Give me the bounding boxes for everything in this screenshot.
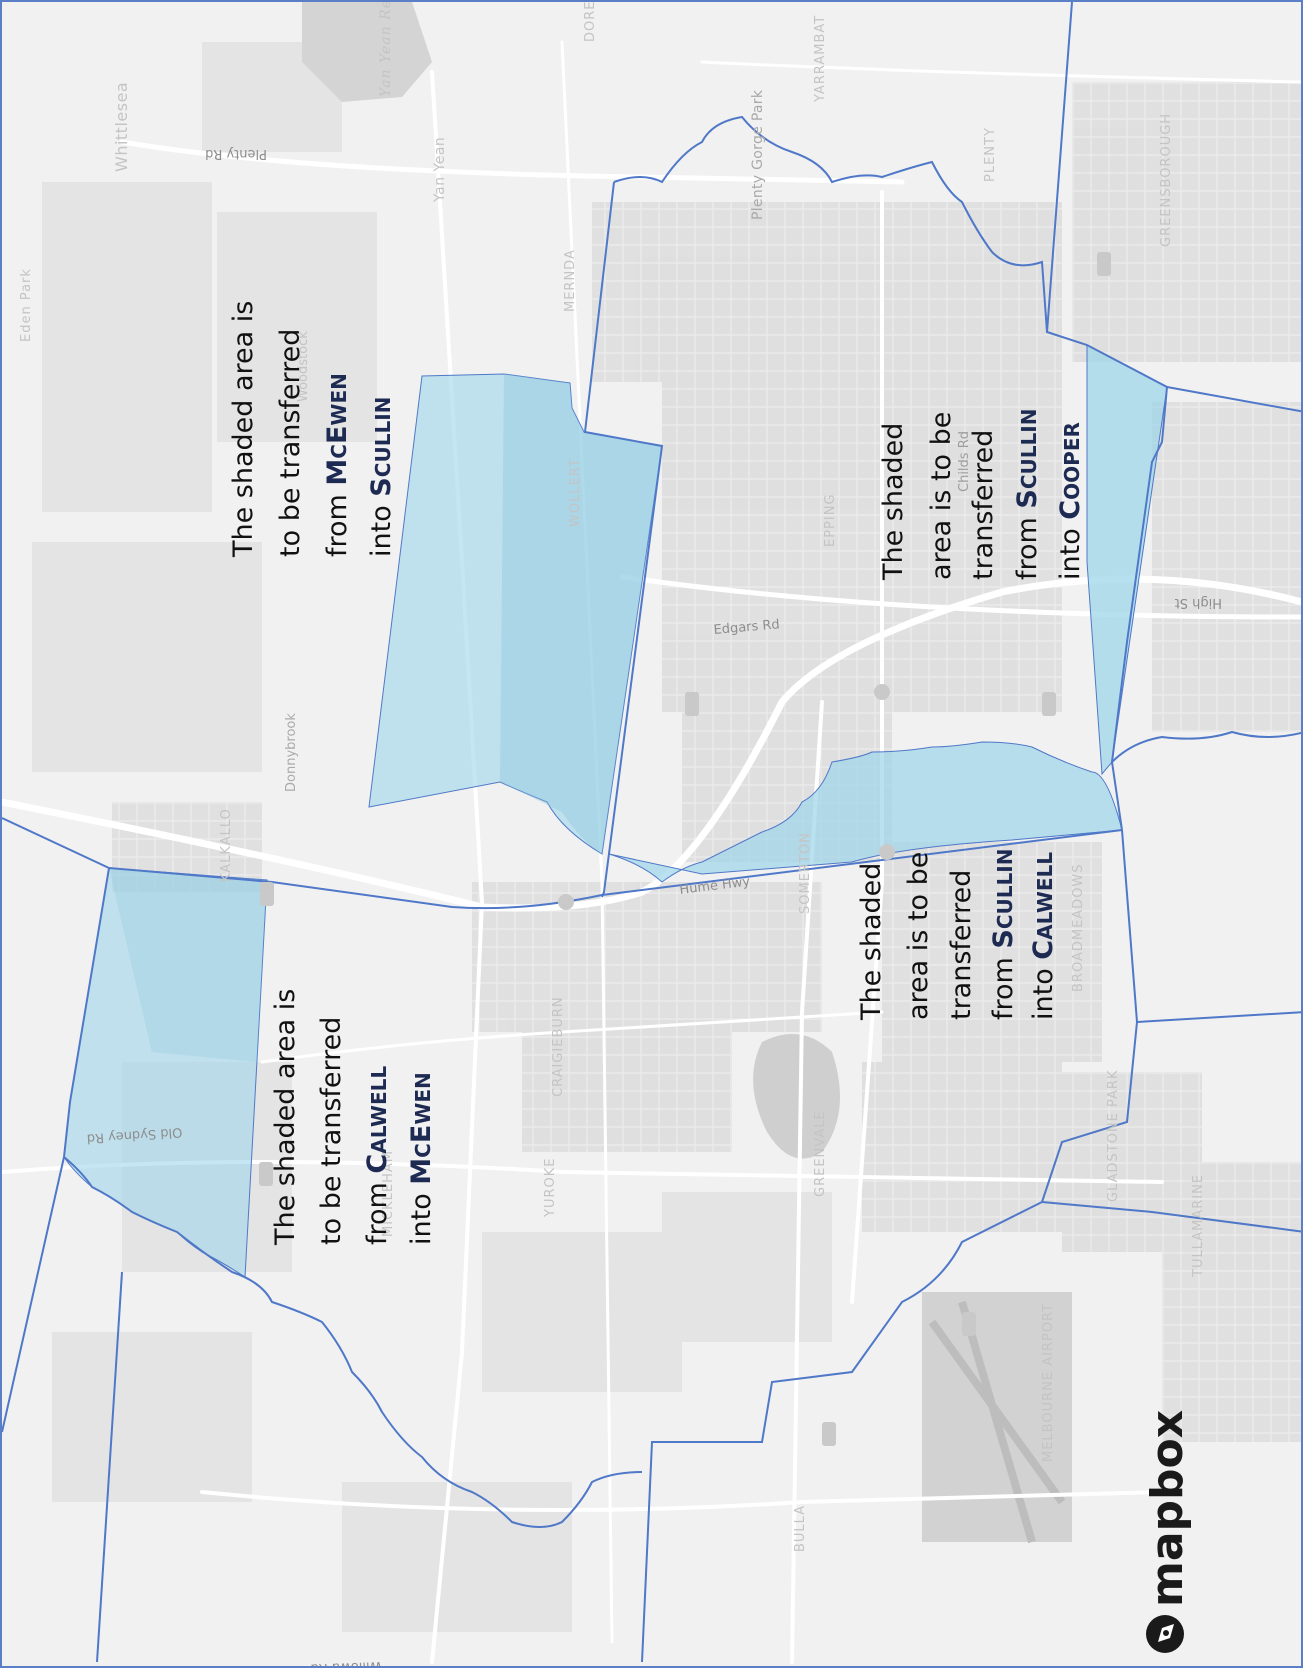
annotation-line: The shaded (878, 423, 909, 581)
suburb-labels: Eden Park Whittlesea Yan Yean Yan Yean R… (19, 2, 1206, 1552)
electorate-name: CALWELL (362, 1066, 393, 1174)
suburb-label: DOREEN (583, 2, 598, 42)
electorate-name: SCULLIN (1012, 408, 1043, 508)
annotation-scullin-to-calwell: The shaded area is to be transferred fro… (856, 848, 1059, 1021)
annotation-line: transferred (946, 870, 977, 1020)
transfer-area-scullin-to-calwell (608, 741, 1123, 883)
suburb-label: BROADMEADOWS (1071, 863, 1086, 992)
road-labels: Plenty Rd Edgars Rd Hume Hwy High St Old… (86, 146, 1222, 1668)
annotation-line: into CALWELL (1028, 852, 1059, 1020)
mapbox-logo-icon (1146, 1615, 1184, 1653)
suburb-label: Yan Yean (432, 137, 448, 203)
annotation-mcewen-to-scullin: The shaded area is to be transferred fro… (228, 301, 397, 558)
annotation-line: The shaded area is (228, 301, 259, 558)
annotation-line: from SCULLIN (1012, 408, 1043, 580)
suburb-label: Yan Yean Reservoir (378, 2, 394, 97)
suburb-label: WOLLERT (568, 458, 583, 527)
mapbox-logo: mapbox (1142, 1410, 1193, 1653)
annotation-line: into SCULLIN (366, 397, 397, 557)
road-label: Willowd Rd (310, 1658, 382, 1668)
electorate-name: SCULLIN (988, 848, 1019, 948)
suburb-label: SOMERTON (798, 832, 813, 914)
suburb-label: GREENVALE (813, 1110, 828, 1197)
annotation-line: into MCEWEN (406, 1072, 437, 1245)
electorate-name: MCEWEN (322, 373, 353, 486)
suburb-label: MERNDA (563, 249, 578, 312)
annotation-line: The shaded (856, 863, 887, 1021)
annotation-line: transferred (968, 430, 999, 580)
electorate-name: COOPER (1055, 422, 1086, 520)
suburb-label: Plenty Gorge Park (750, 89, 766, 220)
electorate-name: SCULLIN (366, 397, 397, 497)
suburb-label: TULLAMARINE (1191, 1174, 1206, 1278)
road-label: High St (1175, 595, 1222, 610)
annotation-line: to be transferred (275, 329, 306, 557)
suburb-label: EPPING (823, 493, 838, 547)
annotation-line: to be transferred (316, 1017, 347, 1245)
road-label: Old Sydney Rd (86, 1124, 183, 1146)
mapbox-wordmark: mapbox (1142, 1410, 1193, 1607)
annotation-line: from MCEWEN (322, 373, 353, 557)
annotation-line: area is to be (926, 412, 957, 580)
electorate-name: CALWELL (1028, 852, 1059, 960)
road-shields (259, 252, 1111, 1446)
roads (2, 40, 1301, 1664)
suburb-label: YUROKE (543, 1158, 558, 1218)
suburb-label: CRAIGIEBURN (551, 996, 566, 1097)
suburb-label: KALKALLO (219, 808, 234, 882)
annotation-line: from CALWELL (362, 1066, 393, 1245)
lake (753, 1034, 840, 1159)
suburb-label: GREENSBOROUGH (1159, 113, 1174, 247)
annotation-scullin-to-cooper: The shaded area is to be transferred fro… (878, 408, 1086, 581)
suburb-label: Childs Rd (957, 431, 972, 492)
suburb-label: Eden Park (19, 268, 34, 342)
electorate-name: MCEWEN (406, 1072, 437, 1185)
road-label: Plenty Rd (205, 146, 267, 161)
urban-areas (112, 82, 1301, 1442)
suburb-label: BULLA (793, 1505, 808, 1552)
road-label: Edgars Rd (713, 617, 780, 638)
melbourne-airport (922, 1292, 1072, 1544)
annotation-calwell-to-mcewen: The shaded area is to be transferred fro… (270, 989, 437, 1246)
suburb-label: YARRAMBAT (813, 15, 828, 103)
suburb-label: Whittlesea (112, 82, 131, 172)
suburb-label: PLENTY (983, 127, 998, 182)
suburb-label: MELBOURNE AIRPORT (1041, 1303, 1056, 1462)
annotation-line: from SCULLIN (988, 848, 1019, 1020)
annotation-line: area is to be (903, 852, 934, 1020)
annotation-line: The shaded area is (270, 989, 301, 1246)
suburb-label: GLADSTONE PARK (1106, 1070, 1121, 1202)
reservoir (302, 2, 432, 102)
suburb-label: Donnybrook (284, 713, 299, 792)
suburb-label: MICKLEHAM (381, 1150, 396, 1237)
transfer-areas (63, 344, 1168, 1278)
suburb-label: Woodstock (296, 331, 311, 402)
annotation-line: into COOPER (1055, 422, 1086, 580)
